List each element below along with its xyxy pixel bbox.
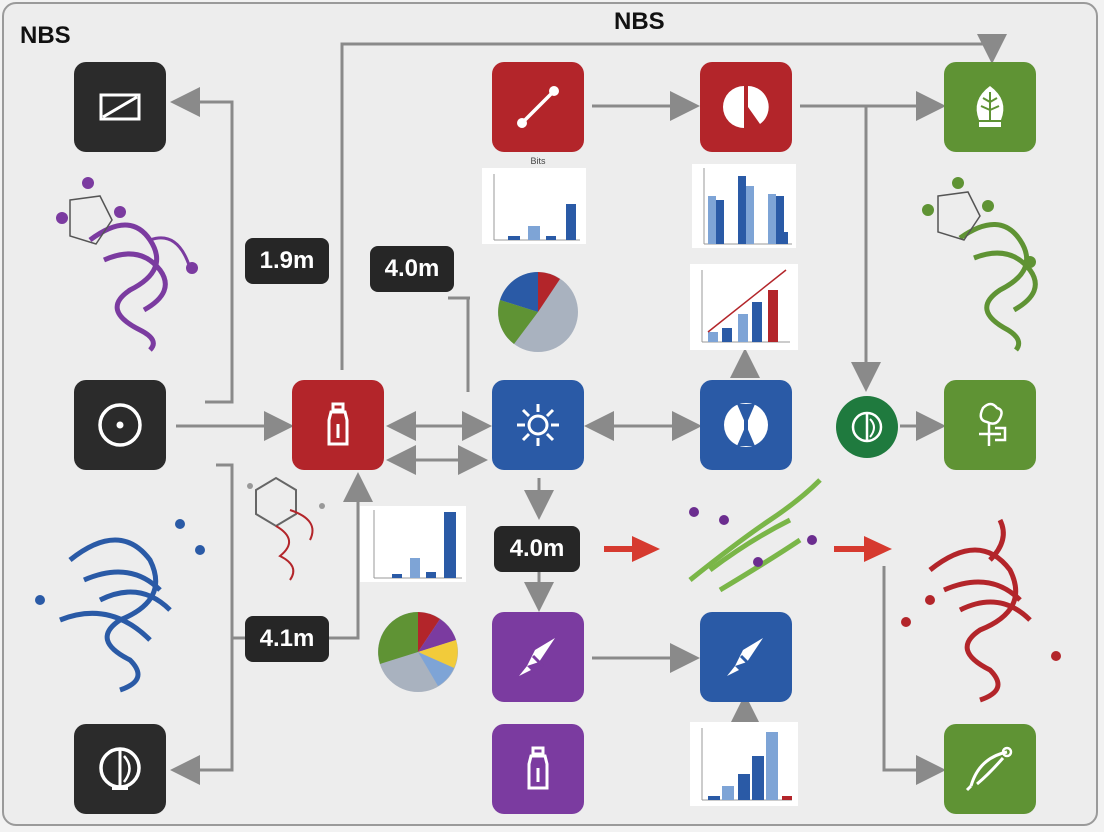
tile-pie[interactable]	[700, 62, 792, 152]
rocket-icon	[519, 638, 555, 676]
title-top-left: NBS	[20, 22, 71, 49]
mini-bar	[708, 796, 720, 800]
mini-bar	[752, 756, 764, 800]
gear-icon	[517, 404, 559, 446]
mini-bar	[566, 204, 576, 240]
mini-bar	[722, 786, 734, 800]
mini-bar	[766, 732, 778, 800]
syringe-icon	[965, 746, 1013, 792]
mini-bar	[528, 226, 540, 240]
tile-leaf-bottom-left[interactable]	[74, 724, 166, 814]
rectangle-slash-icon	[99, 93, 141, 121]
mini-pie-chart-2	[378, 612, 458, 692]
protein-center	[688, 478, 822, 593]
mini-bar	[752, 302, 762, 342]
mini-bar	[746, 186, 754, 244]
mini-bar-chart-2	[692, 164, 796, 248]
circle-dot-icon	[98, 403, 142, 447]
mini-bar	[738, 176, 746, 244]
tile-bottle[interactable]	[292, 380, 384, 470]
bottle-icon	[327, 402, 349, 446]
molecule-sketch	[247, 476, 325, 581]
protein-green	[922, 177, 1038, 352]
line-node-icon	[517, 86, 559, 128]
mini-bar	[392, 574, 402, 578]
protein-blue	[35, 519, 205, 693]
title-top-center: NBS	[614, 8, 665, 35]
connector-1.9m	[170, 87, 234, 404]
mini-bar	[738, 314, 748, 342]
tile-tree[interactable]	[944, 380, 1036, 470]
tile-screen[interactable]	[74, 62, 166, 152]
leaf-circle-icon	[851, 411, 883, 443]
mini-bar-chart-1	[482, 168, 586, 244]
mini-bar	[546, 236, 556, 240]
mini-bar	[782, 232, 788, 244]
bottle-icon	[527, 746, 549, 790]
mini-chart-title: Bits	[530, 156, 546, 166]
tile-syringe[interactable]	[944, 724, 1036, 814]
badge-4.0m-mid: 4.0m	[494, 526, 580, 572]
mini-bar	[444, 512, 456, 578]
mini-bar	[768, 194, 776, 244]
badge-1.9m: 1.9m	[245, 238, 329, 284]
mini-bar	[708, 332, 718, 342]
connector-right-syringe	[882, 566, 946, 785]
fan-icon	[724, 403, 768, 447]
tile-bottle-purple[interactable]	[492, 724, 584, 814]
tile-leaf[interactable]	[944, 62, 1036, 152]
protein-red	[901, 518, 1061, 703]
tile-rocket[interactable]	[700, 612, 792, 702]
mini-bar	[410, 558, 420, 578]
tile-fan[interactable]	[700, 380, 792, 470]
mini-bar	[722, 328, 732, 342]
mini-bar	[776, 196, 784, 244]
badge-4.0m-top: 4.0m	[370, 246, 454, 292]
tile-link[interactable]	[492, 62, 584, 152]
mini-bar-chart-3	[690, 264, 798, 350]
mini-bar	[768, 290, 778, 342]
leaf-circle-icon	[99, 747, 141, 790]
tile-target[interactable]	[74, 380, 166, 470]
connector-4.1m	[170, 463, 234, 785]
rocket-icon	[727, 638, 763, 676]
leaf-icon	[976, 86, 1004, 127]
badge-4.1m: 4.1m	[245, 616, 329, 662]
mini-bar-chart-5	[690, 722, 798, 806]
tile-rocket-purple[interactable]	[492, 612, 584, 702]
pie-icon	[723, 86, 769, 128]
protein-purple	[56, 177, 198, 352]
mini-bar-chart-4	[360, 506, 466, 582]
mini-bar	[738, 774, 750, 800]
mini-bar	[508, 236, 520, 240]
connector-pie-circle	[800, 104, 881, 392]
mini-pie-chart-1	[498, 272, 578, 352]
connector-top-loop	[340, 34, 1007, 370]
tree-icon	[979, 402, 1007, 446]
leaf-circle-badge[interactable]	[836, 396, 898, 458]
mini-bar	[426, 572, 436, 578]
mini-bar	[708, 196, 716, 244]
tile-gear[interactable]	[492, 380, 584, 470]
mini-bar	[782, 796, 792, 800]
mini-bar	[716, 200, 724, 244]
